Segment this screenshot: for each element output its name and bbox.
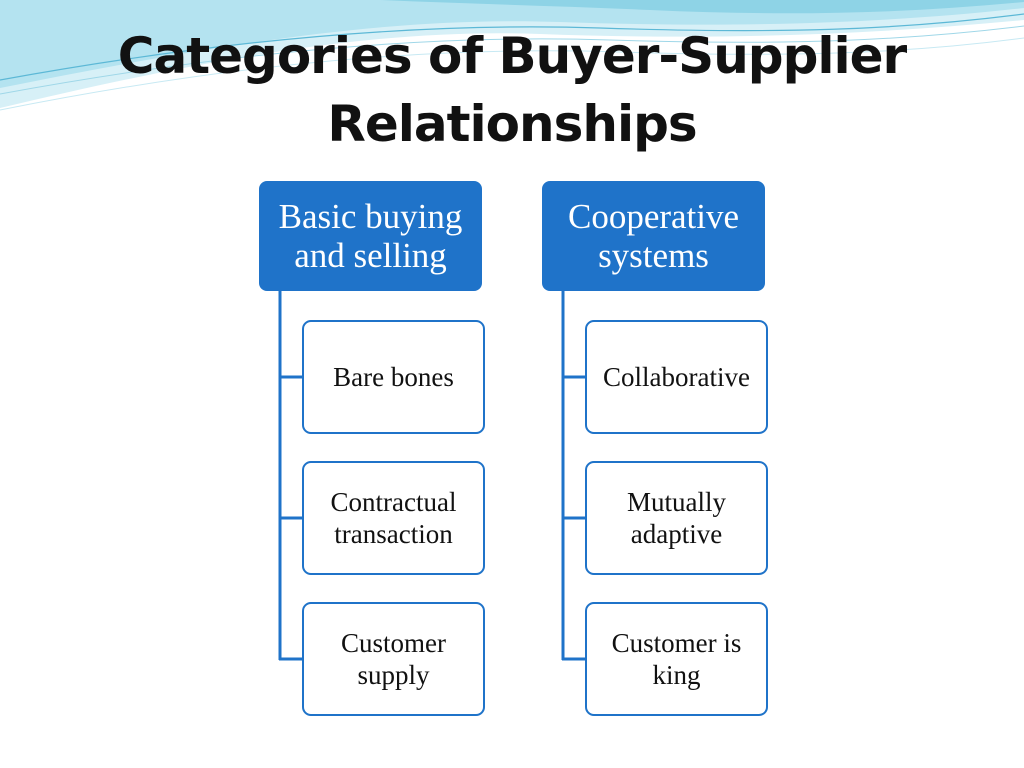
title-line-2: Relationships bbox=[327, 95, 697, 153]
node-label: systems bbox=[598, 236, 709, 275]
node-cooperative-systems: Cooperative systems bbox=[542, 181, 765, 291]
title-line-1: Categories of Buyer-Supplier bbox=[117, 27, 907, 85]
node-label: Collaborative bbox=[603, 362, 750, 392]
node-customer-supply: Customer supply bbox=[302, 602, 485, 716]
decorative-wave bbox=[0, 0, 1024, 111]
node-label: supply bbox=[357, 660, 430, 690]
node-label: king bbox=[652, 660, 701, 690]
node-basic-buying-and-selling: Basic buying and selling bbox=[259, 181, 482, 291]
node-bare-bones: Bare bones bbox=[302, 320, 485, 434]
node-collaborative: Collaborative bbox=[585, 320, 768, 434]
node-customer-is-king: Customer is king bbox=[585, 602, 768, 716]
node-label: Customer bbox=[341, 628, 446, 658]
node-label: Mutually bbox=[627, 487, 726, 517]
node-label: Bare bones bbox=[333, 362, 454, 392]
node-label: Contractual bbox=[330, 487, 457, 517]
node-label: adaptive bbox=[630, 519, 723, 549]
node-contractual-transaction: Contractual transaction bbox=[302, 461, 485, 575]
node-label: Customer is bbox=[611, 628, 742, 658]
node-label: Basic buying bbox=[278, 197, 463, 236]
node-label: and selling bbox=[294, 236, 447, 275]
page-title: Categories of Buyer-Supplier Relationshi… bbox=[0, 22, 1024, 158]
node-label: transaction bbox=[334, 519, 453, 549]
node-label: Cooperative bbox=[567, 197, 740, 236]
node-mutually-adaptive: Mutually adaptive bbox=[585, 461, 768, 575]
